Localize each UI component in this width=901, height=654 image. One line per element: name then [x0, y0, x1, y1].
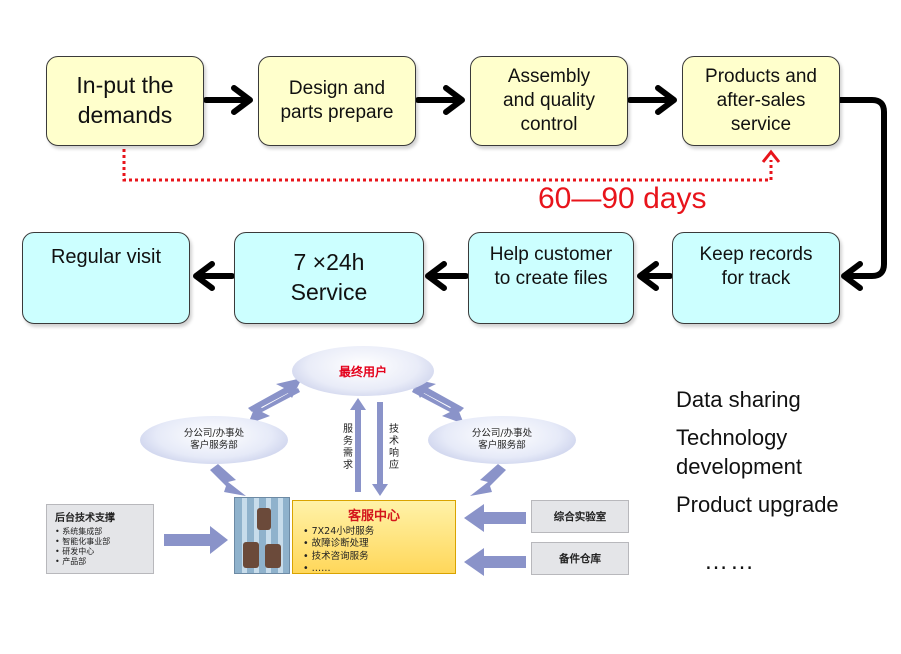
step-keep-records-label: Keep records for track [699, 244, 813, 290]
step-products-service-label: Products and after-sales service [705, 65, 817, 136]
tech-response-label: 技术响应 [389, 424, 399, 471]
support-item: • 研发中心 [55, 547, 95, 556]
step-24h-service-label: 7 ×24h Service [290, 249, 368, 305]
person-figure [265, 544, 281, 568]
end-user-node: 最终用户 [292, 346, 434, 396]
step-assembly-quality: Assembly and quality control [470, 56, 628, 146]
support-item: • 产品部 [55, 557, 87, 566]
person-figure [257, 508, 271, 530]
arrow-input-to-design [203, 85, 253, 115]
step-input-demands-label: In-put the demands [76, 72, 174, 128]
branch-right-label: 分公司/办事处 客户服务部 [471, 427, 533, 451]
lab-node: 综合实验室 [531, 500, 629, 533]
step-design-parts: Design and parts prepare [258, 56, 416, 146]
backend-support-title: 后台技术支撑 [55, 513, 115, 524]
step-products-service: Products and after-sales service [682, 56, 840, 146]
step-design-parts-label: Design and parts prepare [280, 77, 394, 123]
center-item: • 故障诊断处理 [303, 538, 369, 550]
branch-left-node: 分公司/办事处 客户服务部 [140, 416, 288, 464]
backend-support-panel: 后台技术支撑 • 系统集成部 • 智能化事业部 • 研发中心 • 产品部 [46, 504, 154, 574]
step-24h-service: 7 ×24h Service [234, 232, 424, 324]
branch-right-node: 分公司/办事处 客户服务部 [428, 416, 576, 464]
service-center-title: 客服中心 [347, 509, 400, 524]
cycle-arrowhead [761, 149, 781, 163]
arrow-assembly-to-products [627, 85, 677, 115]
branch-left-label: 分公司/办事处 客户服务部 [183, 427, 245, 451]
support-item: • 系统集成部 [55, 527, 103, 536]
cycle-dotted-arrow [122, 149, 773, 182]
arrow-service-to-visit [193, 261, 235, 291]
support-item: • 智能化事业部 [55, 537, 111, 546]
office-building-image [234, 497, 290, 574]
arrow-design-to-assembly [415, 85, 465, 115]
arrow-products-to-records [837, 97, 887, 291]
side-item-product-upgrade: Product upgrade [676, 492, 839, 517]
side-item-tech-development: Technology development [676, 425, 802, 479]
customer-service-center: 客服中心 • 7X24小时服务 • 故障诊断处理 • 技术咨询服务 • …… [292, 500, 456, 574]
cycle-duration-label: 60—90 days [538, 182, 707, 215]
center-item: • 7X24小时服务 [303, 526, 375, 537]
step-input-demands: In-put the demands [46, 56, 204, 146]
center-item: • …… [303, 563, 331, 575]
end-user-label: 最终用户 [338, 364, 387, 379]
warehouse-node: 备件仓库 [531, 542, 629, 575]
step-regular-visit: Regular visit [22, 232, 190, 324]
person-figure [243, 542, 259, 568]
step-create-files: Help customer to create files [468, 232, 634, 324]
center-item: • 技术咨询服务 [303, 550, 369, 562]
service-demand-label: 服务需求 [343, 424, 353, 471]
step-keep-records: Keep records for track [672, 232, 840, 324]
side-item-data-sharing: Data sharing [676, 387, 801, 412]
network-arrows [164, 378, 526, 576]
step-assembly-quality-label: Assembly and quality control [503, 65, 595, 136]
side-ellipsis: …… [704, 548, 756, 575]
arrow-records-to-files [637, 261, 673, 291]
arrow-files-to-service [425, 261, 469, 291]
step-regular-visit-label: Regular visit [50, 246, 162, 268]
step-create-files-label: Help customer to create files [489, 244, 613, 290]
